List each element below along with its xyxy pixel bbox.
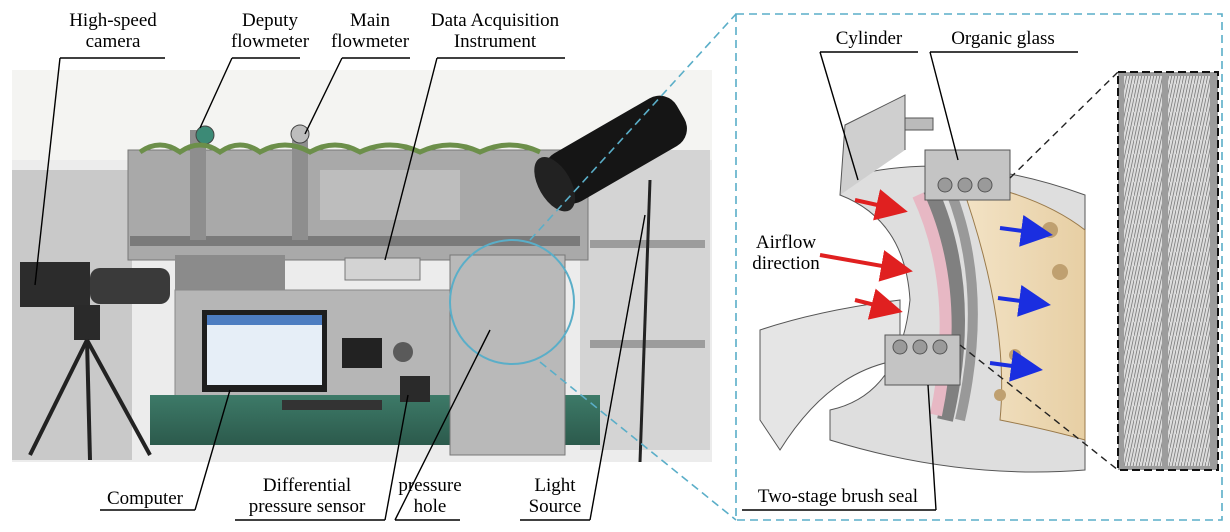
label-cylinder: Cylinder [835, 28, 903, 49]
bristle-magnified [1117, 71, 1219, 471]
magnify-leader-lines [959, 71, 1119, 471]
label-deputy-flowmeter: Deputy flowmeter [230, 10, 310, 52]
label-computer: Computer [107, 488, 183, 509]
brush-seal-section [759, 94, 1086, 473]
label-pressure-hole: pressure hole [398, 475, 462, 517]
test-rig-photo [12, 70, 712, 463]
label-airflow-direction: Airflow direction [752, 232, 820, 274]
label-main-flowmeter: Main flowmeter [330, 10, 410, 52]
label-two-stage-brush-seal: Two-stage brush seal [757, 486, 919, 507]
callout-lines [529, 13, 1223, 521]
label-organic-glass: Organic glass [951, 28, 1055, 49]
label-high-speed-camera: High-speed camera [69, 10, 157, 52]
label-leader-lines [34, 51, 1078, 521]
label-data-acquisition-instrument: Data Acquisition Instrument [430, 10, 560, 52]
label-light-source: Light Source [528, 475, 582, 517]
label-differential-pressure-sensor: Differential pressure sensor [248, 475, 366, 517]
